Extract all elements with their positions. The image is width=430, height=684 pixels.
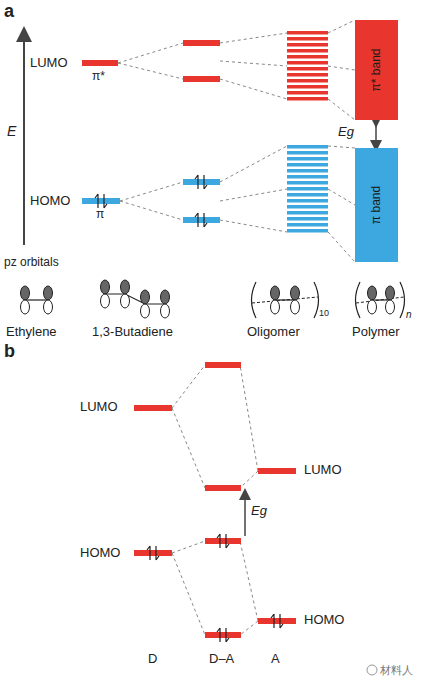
- band-label: π band: [370, 186, 384, 224]
- text-label: HOMO: [80, 546, 120, 560]
- text-label: Oligomer: [247, 325, 300, 339]
- text-label: E: [7, 124, 16, 139]
- text-label: LUMO: [304, 463, 342, 477]
- band-label: π* band: [369, 49, 383, 92]
- text-label: Eg: [251, 504, 267, 518]
- text-label: 1,3-Butadiene: [92, 325, 173, 339]
- text-label: pz orbitals: [4, 256, 59, 269]
- energy-band: π* band: [355, 20, 398, 120]
- text-label: Eg: [338, 125, 354, 139]
- text-label: b: [4, 342, 15, 362]
- text-label: a: [4, 2, 14, 22]
- text-label: π*: [92, 70, 105, 83]
- text-label: Polymer: [352, 325, 400, 339]
- text-label: D–A: [209, 652, 234, 666]
- text-label: LUMO: [80, 400, 118, 414]
- text-label: A: [271, 652, 280, 666]
- text-label: HOMO: [304, 613, 344, 627]
- text-label: 材料人: [380, 664, 413, 676]
- text-label: Ethylene: [6, 325, 57, 339]
- text-label: LUMO: [30, 56, 68, 70]
- text-label: 10: [319, 309, 329, 319]
- text-label: π: [96, 208, 104, 221]
- text-label: n: [406, 309, 412, 320]
- energy-band: π band: [355, 148, 398, 262]
- text-label: D: [148, 652, 157, 666]
- text-label: HOMO: [30, 194, 70, 208]
